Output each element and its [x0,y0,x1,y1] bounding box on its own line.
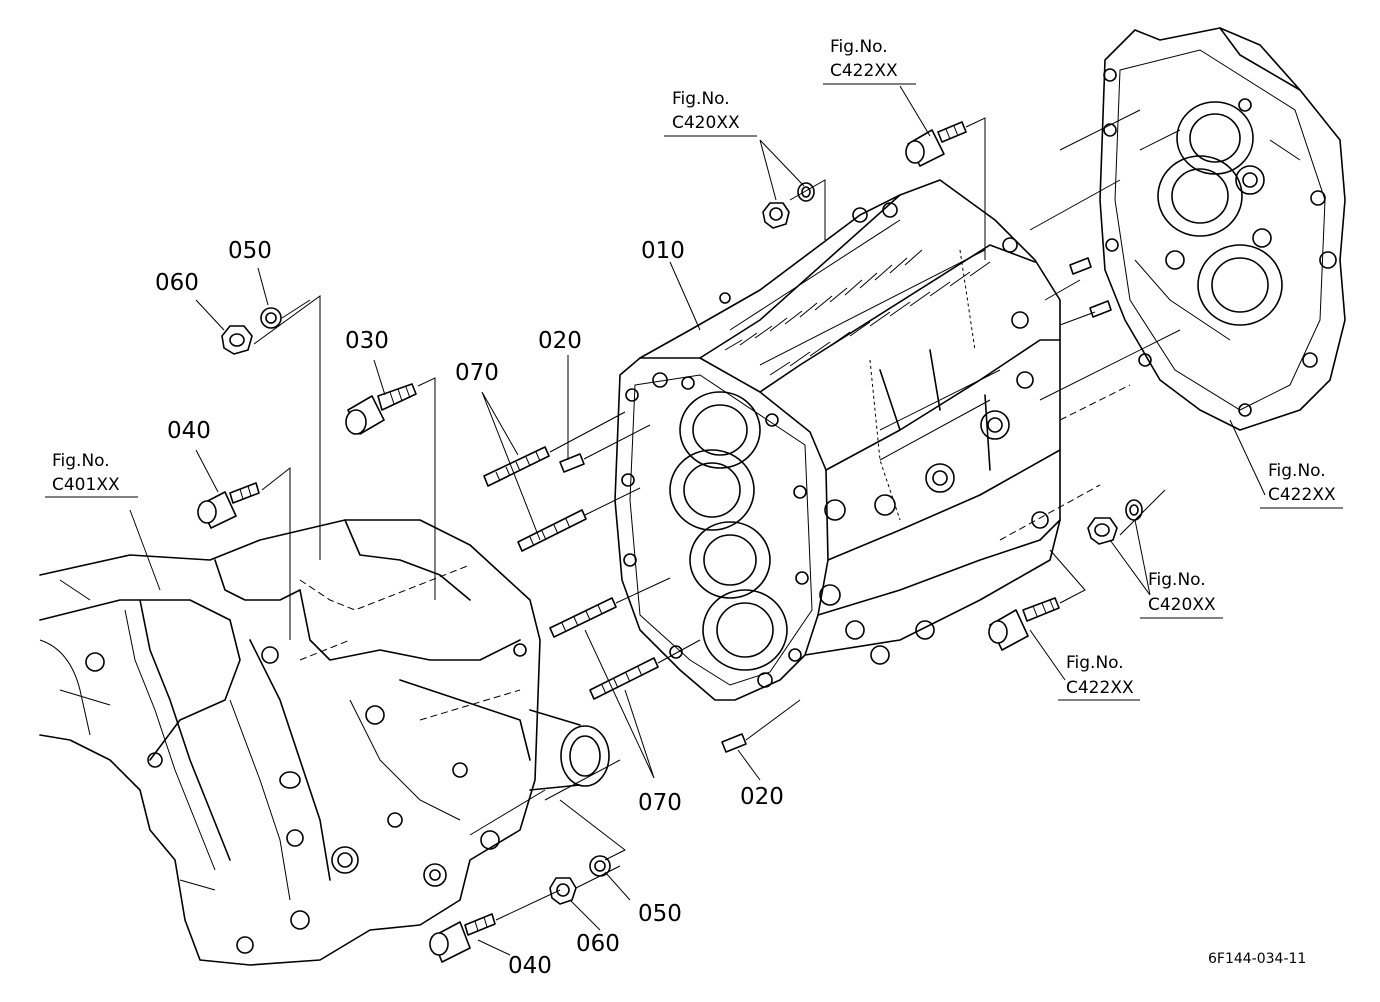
dowel-pin-020 [559,257,1112,753]
label-060-top: 060 [155,270,199,296]
fig-code: C420XX [672,113,740,133]
part-labels: 010 020 020 030 040 040 050 050 060 060 … [155,238,784,979]
rear-cover [1099,27,1346,431]
assembly-lines [253,109,1181,921]
nut-c420-top [762,182,815,229]
main-transmission-case [614,179,1061,701]
label-060-bottom: 060 [576,931,620,957]
fig-code: C422XX [830,61,898,81]
label-050-bottom: 050 [638,901,682,927]
front-transmission-case [39,519,610,966]
bolt-c422-bottom [988,597,1060,651]
fig-label: Fig.No. [1268,461,1326,481]
washer-050-top [260,307,282,329]
drawing-code: 6F144-034-11 [1208,951,1306,967]
case-ribs [724,219,991,376]
fig-code: C422XX [1066,678,1134,698]
fig-code: C422XX [1268,485,1336,505]
label-010: 010 [641,238,685,264]
figure-references: Fig.No. C401XX Fig.No. C420XX Fig.No. C4… [45,37,1343,701]
fig-code: C401XX [52,475,120,495]
label-070-top: 070 [455,360,499,386]
bolt-c422-top [905,121,967,167]
fig-ref-c422-top: Fig.No. C422XX [823,37,916,85]
fig-label: Fig.No. [1148,570,1206,590]
fig-ref-c401-left: Fig.No. C401XX [45,451,138,498]
label-030: 030 [345,328,389,354]
fig-ref-c420-right: Fig.No. C420XX [1140,570,1223,619]
nut-c420-right [1087,499,1143,545]
nut-060-bottom [549,877,577,905]
fig-label: Fig.No. [1066,653,1124,673]
fig-label: Fig.No. [830,37,888,57]
label-020-bottom: 020 [740,784,784,810]
fig-ref-c422-right: Fig.No. C422XX [1260,461,1343,509]
fig-ref-c420-top: Fig.No. C420XX [664,89,757,137]
bolt-030 [345,383,417,435]
nut-060-top [221,325,253,355]
label-050-top: 050 [228,238,272,264]
stud-070 [483,446,659,700]
label-040-bottom: 040 [508,953,552,979]
fig-label: Fig.No. [52,451,110,471]
bolt-040-top [197,482,260,529]
label-020-top: 020 [538,328,582,354]
fig-label: Fig.No. [672,89,730,109]
fig-ref-c422-bottom: Fig.No. C422XX [1058,653,1140,701]
callout-leaders [129,85,1266,956]
fig-code: C420XX [1148,595,1216,615]
bolt-040-bottom [429,913,496,963]
label-040-top: 040 [167,418,211,444]
label-070-bottom: 070 [638,790,682,816]
